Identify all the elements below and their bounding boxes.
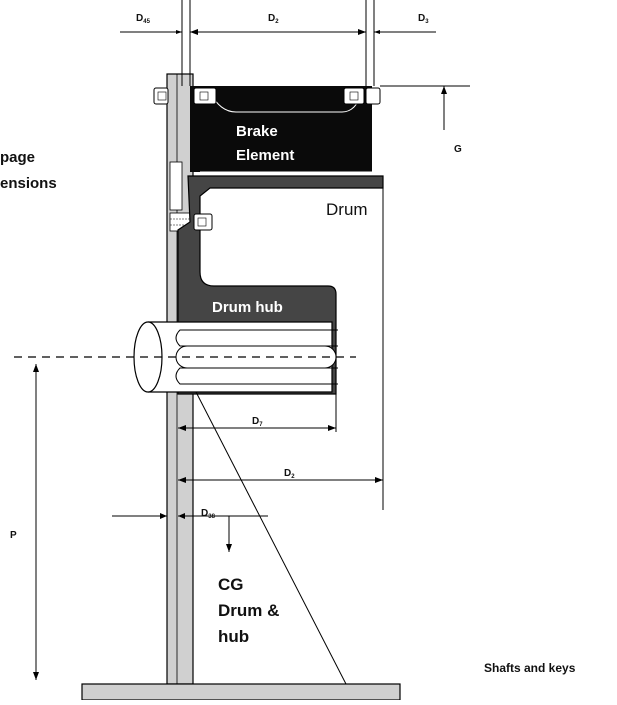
cg-label-line1: CG (218, 575, 244, 594)
bolt-top-left (153, 87, 217, 105)
component-labels: Brake Element Drum Drum hub CG Drum & hu… (0, 123, 576, 675)
dim-d2-top-label: D2 (268, 13, 279, 25)
dim-d2-bottom-label: D2 (284, 468, 295, 480)
dim-d45-label: D45 (136, 13, 151, 25)
dim-d7-label: D7 (252, 416, 263, 428)
left-note-line2: ensions (0, 175, 57, 192)
dim-d3-label: D3 (418, 13, 429, 25)
drum-hub-label: Drum hub (212, 299, 283, 316)
shaft (14, 321, 356, 393)
bolt-top-right (343, 87, 381, 105)
shaft-keyway (175, 329, 338, 347)
shafts-and-keys-label: Shafts and keys (484, 661, 576, 675)
frame-base (81, 683, 401, 701)
brake-element-label-line2: Element (236, 147, 294, 164)
drum-label: Drum (326, 200, 368, 219)
dimension-lines (33, 0, 470, 685)
cg-label-line3: hub (218, 627, 249, 646)
cg-label-line2: Drum & (218, 601, 279, 620)
brake-element-label-line1: Brake (236, 123, 278, 140)
left-note-line1: page (0, 149, 35, 166)
dimension-labels: D45 D2 D3 G D7 D2 D38 P (10, 13, 462, 541)
bolt-hub (193, 213, 213, 231)
bolts (153, 87, 381, 231)
brake-element (190, 86, 372, 173)
dim-g-label: G (454, 144, 462, 155)
dim-d38-label: D38 (201, 508, 216, 520)
frame-slot (169, 161, 183, 211)
dim-p-label: P (10, 530, 17, 541)
